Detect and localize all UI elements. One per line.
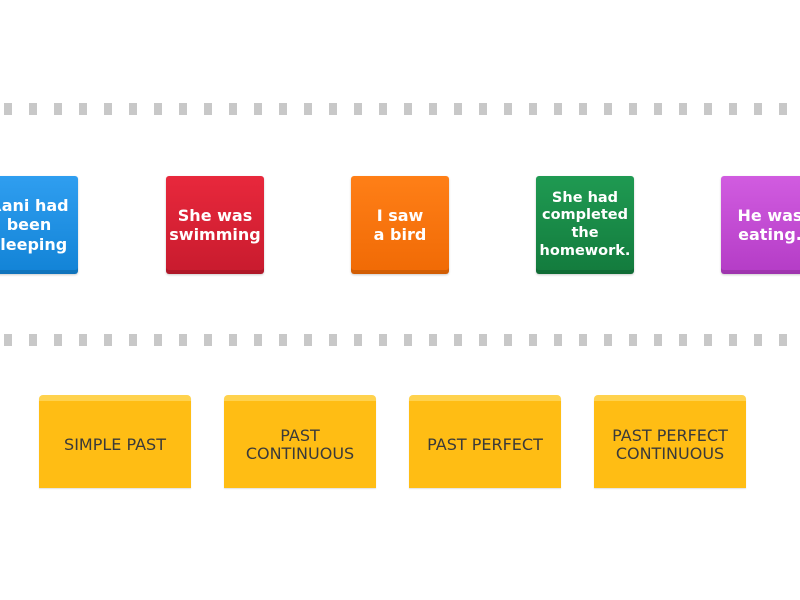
category-simple-past[interactable]: SIMPLE PAST bbox=[39, 395, 191, 488]
category-past-perfect[interactable]: PAST PERFECT bbox=[409, 395, 561, 488]
category-past-continuous[interactable]: PAST CONTINUOUS bbox=[224, 395, 376, 488]
sentence-card-she-had-completed-homework[interactable]: She had completed the homework. bbox=[536, 176, 634, 274]
sentence-card-she-was-swimming[interactable]: She was swimming bbox=[166, 176, 264, 274]
bottom-divider bbox=[0, 334, 800, 346]
top-divider bbox=[0, 103, 800, 115]
sentence-card-i-saw-a-bird[interactable]: I saw a bird bbox=[351, 176, 449, 274]
category-past-perfect-continuous[interactable]: PAST PERFECT CONTINUOUS bbox=[594, 395, 746, 488]
sentence-card-rani-had-been-sleeping[interactable]: Rani had been sleeping bbox=[0, 176, 78, 274]
sentence-card-he-was-eating[interactable]: He was eating. bbox=[721, 176, 800, 274]
